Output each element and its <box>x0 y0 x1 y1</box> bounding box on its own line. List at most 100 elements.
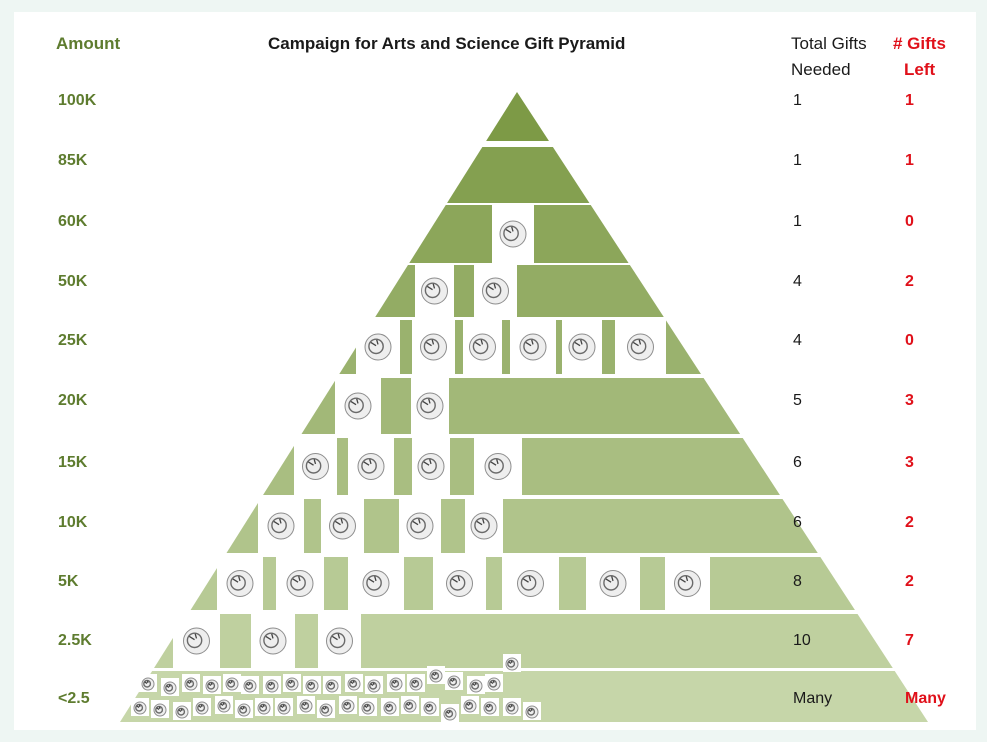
seal-icon <box>429 669 443 683</box>
seal-icon <box>326 627 353 655</box>
page-title: Campaign for Arts and Science Gift Pyram… <box>268 34 626 53</box>
seal-icon <box>403 699 417 713</box>
seal-icon <box>361 701 375 715</box>
gifts-left-value: 1 <box>905 152 914 169</box>
seal-icon <box>517 570 544 597</box>
seal-icon <box>175 705 189 719</box>
amount-column-header: Amount <box>56 34 121 53</box>
seal-icon <box>423 701 437 715</box>
seal-icon <box>482 277 509 305</box>
seal-icon <box>243 679 257 693</box>
amount-label: 60K <box>58 213 88 230</box>
seal-icon <box>183 627 210 655</box>
seal-icon <box>362 570 390 597</box>
seal-icon <box>195 701 209 715</box>
total-gifts-header-line1: Total Gifts <box>791 34 867 53</box>
gifts-left-value: 2 <box>905 273 914 290</box>
seal-icon <box>417 453 445 480</box>
total-gifts-needed-value: 4 <box>793 273 802 290</box>
seal-icon <box>420 333 447 361</box>
seal-icon <box>519 333 547 361</box>
amount-label: 10K <box>58 514 88 531</box>
seal-icon <box>344 392 372 420</box>
seal-icon <box>286 570 314 597</box>
seal-icon <box>389 677 403 691</box>
total-gifts-needed-value: 8 <box>793 573 802 590</box>
gifts-left-value: 1 <box>905 92 914 109</box>
amount-label: <2.5 <box>58 690 90 707</box>
seal-icon <box>329 512 356 540</box>
gifts-left-value: Many <box>905 690 946 707</box>
seal-icon <box>205 679 219 693</box>
seal-icon <box>447 675 461 689</box>
amount-label: 85K <box>58 152 88 169</box>
amount-label: 25K <box>58 332 88 349</box>
gifts-left-value: 3 <box>905 392 914 409</box>
seal-icon <box>674 570 701 597</box>
seal-icon <box>325 679 339 693</box>
seal-icon <box>277 701 291 715</box>
seal-icon <box>383 701 397 715</box>
seal-icon <box>341 699 355 713</box>
seal-icon <box>237 703 251 717</box>
seal-icon <box>568 333 596 361</box>
seal-icon <box>357 453 385 480</box>
total-gifts-needed-value: 10 <box>793 632 811 649</box>
seal-icon <box>226 570 254 597</box>
pyramid-tier <box>486 92 549 141</box>
seal-icon <box>443 707 457 721</box>
seal-icon <box>416 392 444 420</box>
gifts-left-header-line2: Left <box>904 60 936 79</box>
seal-icon <box>525 705 539 719</box>
seal-icon <box>319 703 333 717</box>
amount-label: 2.5K <box>58 632 92 649</box>
seal-icon <box>446 570 473 597</box>
total-gifts-needed-value: Many <box>793 690 833 707</box>
seal-icon <box>265 679 279 693</box>
seal-icon <box>267 512 295 540</box>
pyramid-tier <box>447 147 590 203</box>
seal-icon <box>302 453 329 480</box>
seal-icon <box>367 679 381 693</box>
total-gifts-needed-value: 1 <box>793 92 802 109</box>
seal-icon <box>483 701 497 715</box>
seal-icon <box>141 677 155 691</box>
total-gifts-needed-value: 5 <box>793 392 802 409</box>
total-gifts-needed-value: 1 <box>793 152 802 169</box>
seal-icon <box>463 699 477 713</box>
gifts-left-value: 3 <box>905 454 914 471</box>
seal-icon <box>409 677 423 691</box>
seal-icon <box>285 677 299 691</box>
amount-label: 15K <box>58 454 88 471</box>
seal-icon <box>470 512 498 540</box>
total-gifts-needed-value: 6 <box>793 454 802 471</box>
gifts-left-header-line1: # Gifts <box>893 34 946 53</box>
pyramid-tier <box>226 499 818 553</box>
amount-label: 5K <box>58 573 79 590</box>
seal-icon <box>469 679 483 693</box>
seal-icon <box>184 677 198 691</box>
total-gifts-needed-value: 6 <box>793 514 802 531</box>
seal-icon <box>133 701 147 715</box>
gifts-left-value: 7 <box>905 632 914 649</box>
total-gifts-needed-value: 1 <box>793 213 802 230</box>
total-gifts-needed-value: 4 <box>793 332 802 349</box>
seal-icon <box>599 570 627 597</box>
total-gifts-header-line2: Needed <box>791 60 851 79</box>
amount-label: 50K <box>58 273 88 290</box>
gifts-left-value: 2 <box>905 573 914 590</box>
seal-icon <box>421 277 448 305</box>
seal-icon <box>364 333 392 361</box>
seal-icon <box>499 220 527 248</box>
gifts-left-value: 0 <box>905 213 914 230</box>
seal-icon <box>217 699 231 713</box>
seal-icon <box>484 453 512 480</box>
gifts-left-value: 2 <box>905 514 914 531</box>
seal-icon <box>505 657 519 671</box>
seal-icon <box>627 333 654 361</box>
amount-label: 20K <box>58 392 88 409</box>
seal-icon <box>406 512 434 540</box>
seal-icon <box>487 677 501 691</box>
seal-icon <box>163 681 177 695</box>
